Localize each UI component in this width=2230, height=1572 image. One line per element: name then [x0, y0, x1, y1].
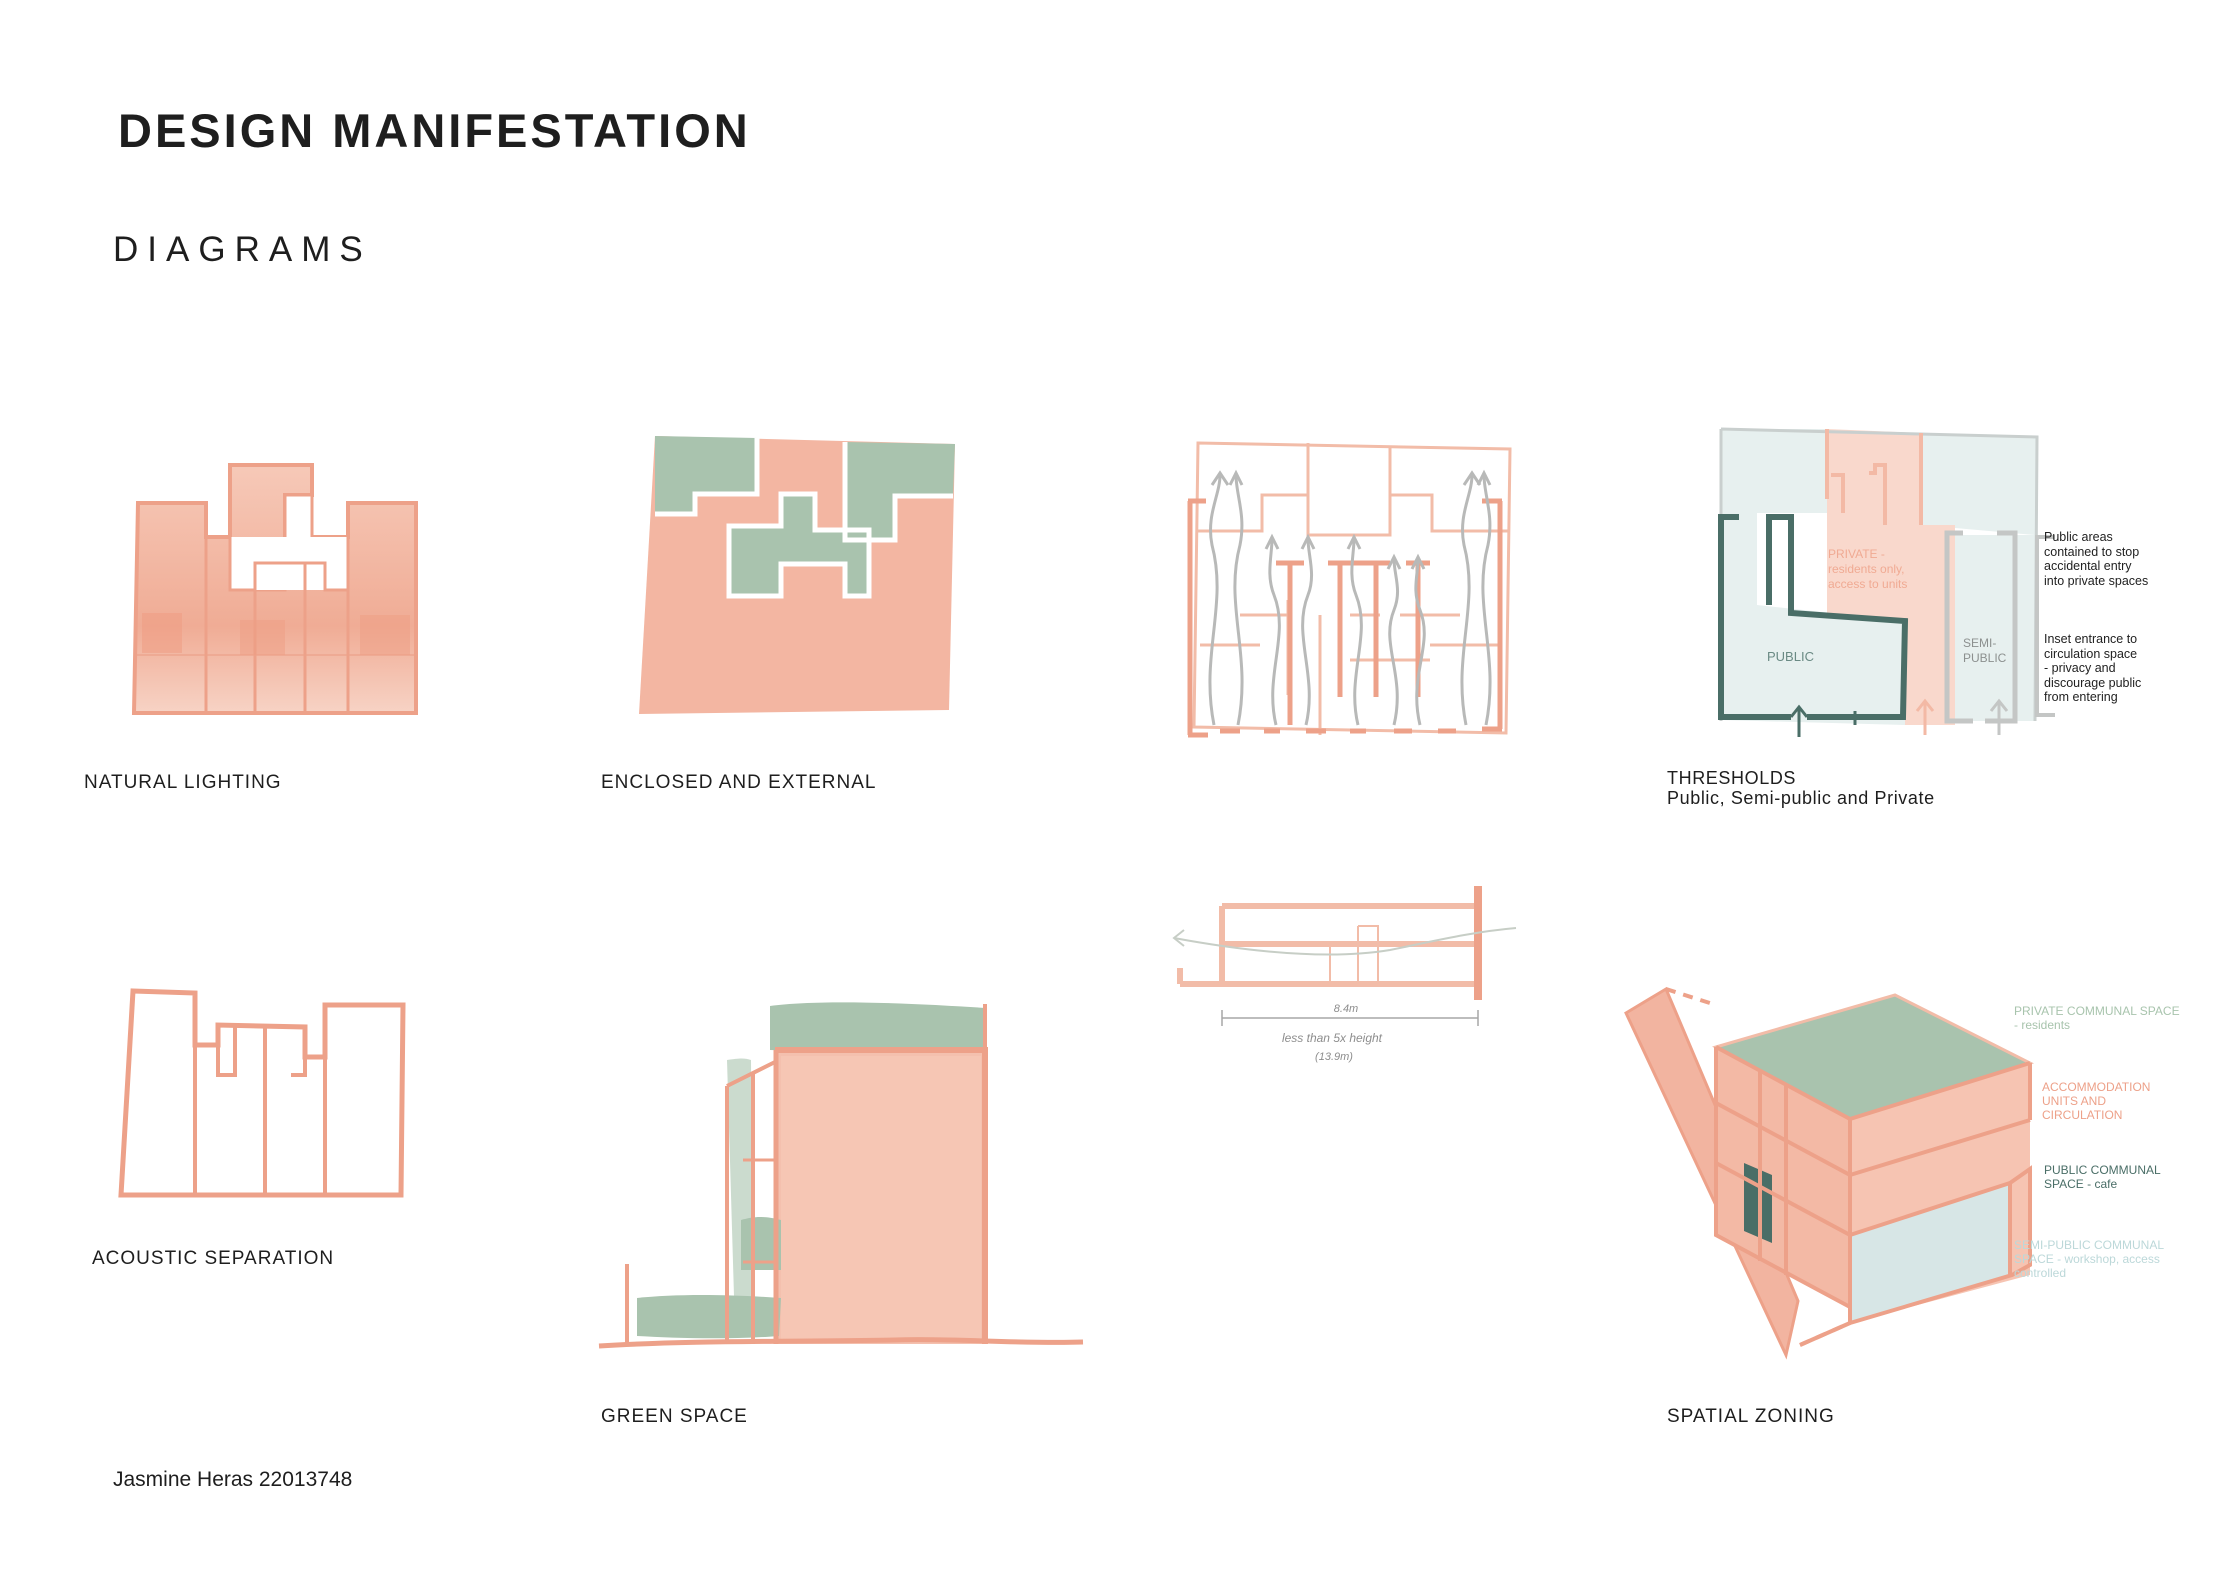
thresholds-note-2: Inset entrance to circulation space - pr…	[2044, 632, 2141, 705]
spatial-zoning-diagram	[1620, 985, 2040, 1360]
thresholds-private-label: PRIVATE -	[1828, 547, 1885, 561]
thresholds-private-line2: residents only,	[1828, 562, 1904, 576]
section-dimension: 8.4m	[1334, 1003, 1358, 1015]
green-space-diagram	[595, 1000, 1085, 1360]
enclosed-external-caption: ENCLOSED AND EXTERNAL	[601, 772, 876, 794]
thresholds-semi-line1: SEMI-	[1963, 636, 1996, 650]
green-space-caption: GREEN SPACE	[601, 1406, 748, 1428]
page-subtitle: DIAGRAMS	[113, 230, 372, 270]
spatial-zoning-caption: SPATIAL ZONING	[1667, 1406, 1835, 1428]
section-note-line2: (13.9m)	[1315, 1051, 1353, 1063]
ventilation-diagram	[1180, 435, 1520, 745]
natural-lighting-caption: NATURAL LIGHTING	[84, 772, 282, 794]
page-title: DESIGN MANIFESTATION	[118, 103, 751, 158]
thresholds-caption: THRESHOLDS	[1667, 768, 1796, 789]
thresholds-note-1: Public areas contained to stop accidenta…	[2044, 530, 2148, 588]
natural-lighting-diagram	[120, 455, 430, 725]
acoustic-separation-caption: ACOUSTIC SEPARATION	[92, 1248, 334, 1270]
zoning-legend-public: PUBLIC COMMUNAL SPACE - cafe	[2044, 1163, 2161, 1191]
acoustic-separation-diagram	[115, 985, 415, 1205]
section-note-line1: less than 5x height	[1282, 1031, 1383, 1045]
enclosed-external-diagram	[635, 430, 965, 720]
zoning-legend-semi-public: SEMI-PUBLIC COMMUNAL SPACE - workshop, a…	[2014, 1238, 2164, 1280]
section-diagram: 8.4m less than 5x height (13.9m)	[1170, 880, 1520, 1070]
zoning-legend-private: PRIVATE COMMUNAL SPACE - residents	[2014, 1004, 2180, 1032]
thresholds-private-line3: access to units	[1828, 577, 1907, 591]
thresholds-public-label: PUBLIC	[1767, 649, 1814, 664]
thresholds-semi-line2: PUBLIC	[1963, 651, 2007, 665]
author-credit: Jasmine Heras 22013748	[113, 1468, 352, 1492]
zoning-legend-accommodation: ACCOMMODATION UNITS AND CIRCULATION	[2042, 1080, 2150, 1122]
thresholds-subcaption: Public, Semi-public and Private	[1667, 788, 1935, 809]
